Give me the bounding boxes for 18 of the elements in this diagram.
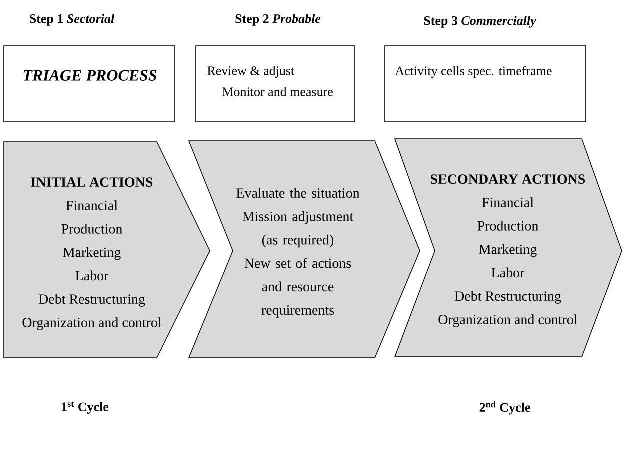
text-box: Activity cells spec. timeframe [384, 46, 586, 122]
chevron-panel: SECONDARY ACTIONS Financial Production Marketing Labor Debt Restructuring Organization and control [394, 138, 622, 358]
chevron-panel: Evaluate the situation Mission adjustment (as required) New set of actions and resource requirements [188, 140, 420, 358]
step-label: 1$^{st}$ Cycle [62, 402, 109, 414]
step-label: Step 2 Probable [236, 14, 321, 26]
node-label: Organization and control [438, 314, 578, 328]
step-label: Step 1 Sectorial [30, 14, 115, 26]
step-label: 2$^{nd}$ Cycle [480, 401, 530, 415]
text-box: Review & adjust Monitor and measure [196, 46, 356, 122]
node-label: SECONDARY ACTIONS [431, 174, 586, 184]
node-label: Financial [482, 198, 534, 208]
step-label: Step 3 Commercially [424, 16, 536, 28]
node-label: Marketing [479, 244, 537, 258]
node-label: Debt Restructuring [454, 291, 562, 304]
chevron-panel: INITIAL ACTIONS Financial Production Marketing Labor Debt Restructuring Organization and control [4, 142, 210, 358]
node-label: Labor [492, 268, 525, 278]
text-box: TRIAGE PROCESS [4, 46, 176, 122]
node-label: Production [478, 220, 539, 231]
